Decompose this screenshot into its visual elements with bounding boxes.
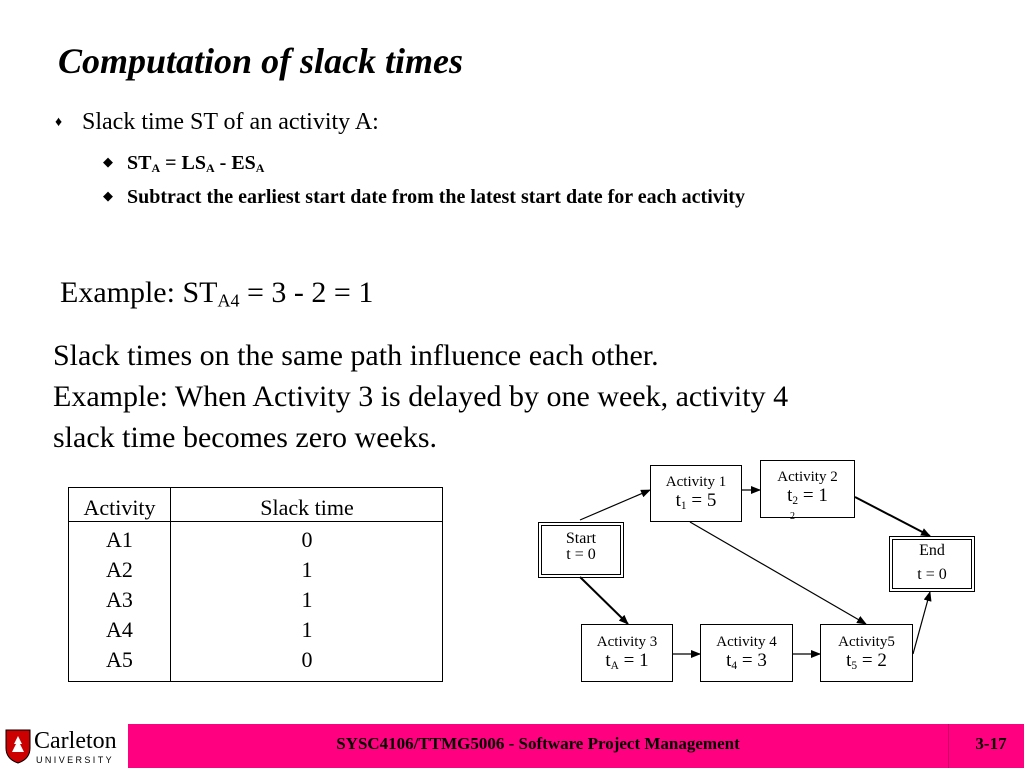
- paragraph-line: slack time becomes zero weeks.: [53, 421, 438, 454]
- table-cell: 0: [301, 527, 313, 552]
- logo-university: UNIVERSITY: [36, 755, 115, 765]
- paragraph-line: Slack times on the same path influence e…: [53, 339, 659, 372]
- carleton-logo: Carleton UNIVERSITY: [0, 724, 128, 768]
- arrow-a1-a5: [689, 521, 867, 625]
- node-activity-2: Activity 2 t2 = 1 2: [760, 460, 855, 522]
- formula-text: STA = LSA - ESA: [127, 152, 265, 175]
- footer-separator: [948, 724, 949, 768]
- footer-bar: [128, 724, 1024, 768]
- diamond-bullet-icon: ◆: [103, 154, 113, 169]
- node-activity-1: Activity 1 t1 = 5: [650, 465, 742, 522]
- slide-number: 3-17: [975, 734, 1007, 753]
- example-st-a4: Example: STA4 = 3 - 2 = 1: [60, 276, 374, 311]
- paragraph-line: Example: When Activity 3 is delayed by o…: [53, 380, 789, 413]
- bullet-text: Slack time ST of an activity A:: [82, 109, 379, 135]
- arrow-start-a1: [579, 489, 651, 521]
- arrow-a5-end: [912, 591, 932, 655]
- node-activity-4: Activity 4 t4 = 3: [700, 624, 793, 682]
- slide-title: Computation of slack times: [58, 41, 464, 81]
- table-cell: 1: [301, 587, 313, 612]
- sub-bullet-text: Subtract the earliest start date from th…: [127, 186, 745, 208]
- shield-icon: [5, 729, 31, 764]
- table-cell: A1: [106, 527, 133, 552]
- table-header-slack: Slack time: [260, 495, 354, 520]
- table-cell: 0: [301, 647, 313, 672]
- diamond-bullet-icon: ◆: [103, 188, 113, 203]
- table-cell: 1: [301, 617, 313, 642]
- arrow-start-a3: [579, 576, 629, 625]
- table-cell: A3: [106, 587, 133, 612]
- table-cell: A4: [106, 617, 133, 642]
- table-cell: A2: [106, 557, 133, 582]
- arrow-a2-end: [854, 496, 931, 537]
- footer-course-title: SYSC4106/TTMG5006 - Software Project Man…: [336, 734, 740, 753]
- node-activity-5: Activity5 t5 = 2: [820, 624, 913, 682]
- slack-path-paragraph: Slack times on the same path influence e…: [53, 335, 788, 458]
- slack-time-table: Activity Slack time A1 0 A2 1 A3 1 A4 1 …: [68, 487, 443, 682]
- node-end: End t = 0: [889, 536, 975, 592]
- table-header-activity: Activity: [83, 495, 156, 520]
- node-activity-3: Activity 3 tA = 1: [581, 624, 673, 682]
- logo-name: Carleton: [34, 728, 117, 754]
- node-start: Start t = 0: [538, 522, 624, 578]
- table-cell: 1: [301, 557, 313, 582]
- table-cell: A5: [106, 647, 133, 672]
- diamond-bullet-icon: ♦: [55, 115, 63, 130]
